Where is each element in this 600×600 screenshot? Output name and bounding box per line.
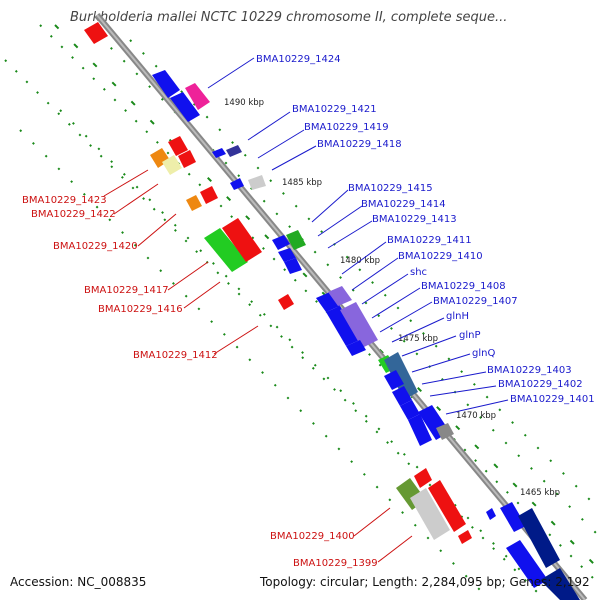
gene-label: BMA10229_1407 <box>433 296 518 307</box>
gene-label: BMA10229_1399 <box>293 558 378 569</box>
kbp-tick-1465: 1465 kbp <box>520 488 560 498</box>
plus-strand-features <box>152 70 580 600</box>
minus-strand-features <box>84 22 472 544</box>
leader-lines <box>103 57 509 563</box>
gene-label: BMA10229_1412 <box>133 350 218 361</box>
map-title: Burkholderia mallei NCTC 10229 chromosom… <box>70 10 508 25</box>
gene-label: BMA10229_1420 <box>53 241 138 252</box>
kbp-tick-1475: 1475 kbp <box>398 334 438 344</box>
gene-label: BMA10229_1408 <box>421 281 506 292</box>
gene-label: BMA10229_1422 <box>31 209 116 220</box>
gene-label: BMA10229_1417 <box>84 285 169 296</box>
topology-text: Topology: circular; Length: 2,284,095 bp… <box>260 575 590 589</box>
minus-labels: BMA10229_1423 BMA10229_1422 BMA10229_142… <box>22 195 378 569</box>
kbp-tick-1470: 1470 kbp <box>456 411 496 421</box>
gene-label: BMA10229_1424 <box>256 54 341 65</box>
gene-label: BMA10229_1421 <box>292 104 377 115</box>
gene-label: BMA10229_1400 <box>270 531 355 542</box>
gene-label: BMA10229_1403 <box>487 365 572 376</box>
gene-label: BMA10229_1411 <box>387 235 472 246</box>
gene-label: BMA10229_1418 <box>317 139 402 150</box>
gene-label: glnP <box>459 330 481 341</box>
accession-text: Accession: NC_008835 <box>10 575 147 589</box>
gene-label: BMA10229_1419 <box>304 122 389 133</box>
gene-label: BMA10229_1423 <box>22 195 107 206</box>
gene-label: BMA10229_1410 <box>398 251 483 262</box>
gene-label: BMA10229_1401 <box>510 394 595 405</box>
gene-label: BMA10229_1416 <box>98 304 183 315</box>
gene-label: BMA10229_1415 <box>348 183 433 194</box>
gene-label: shc <box>410 267 427 278</box>
kbp-tick-1485: 1485 kbp <box>282 178 322 188</box>
kbp-tick-1490: 1490 kbp <box>224 98 264 108</box>
gene-label: BMA10229_1413 <box>372 214 457 225</box>
guide-lines-outer <box>19 34 600 591</box>
gene-label: glnH <box>446 311 469 322</box>
plus-labels: BMA10229_1424 BMA10229_1421 BMA10229_141… <box>256 54 595 405</box>
gene-label: glnQ <box>472 348 495 359</box>
gene-label: BMA10229_1402 <box>498 379 583 390</box>
gene-label: BMA10229_1414 <box>361 199 446 210</box>
